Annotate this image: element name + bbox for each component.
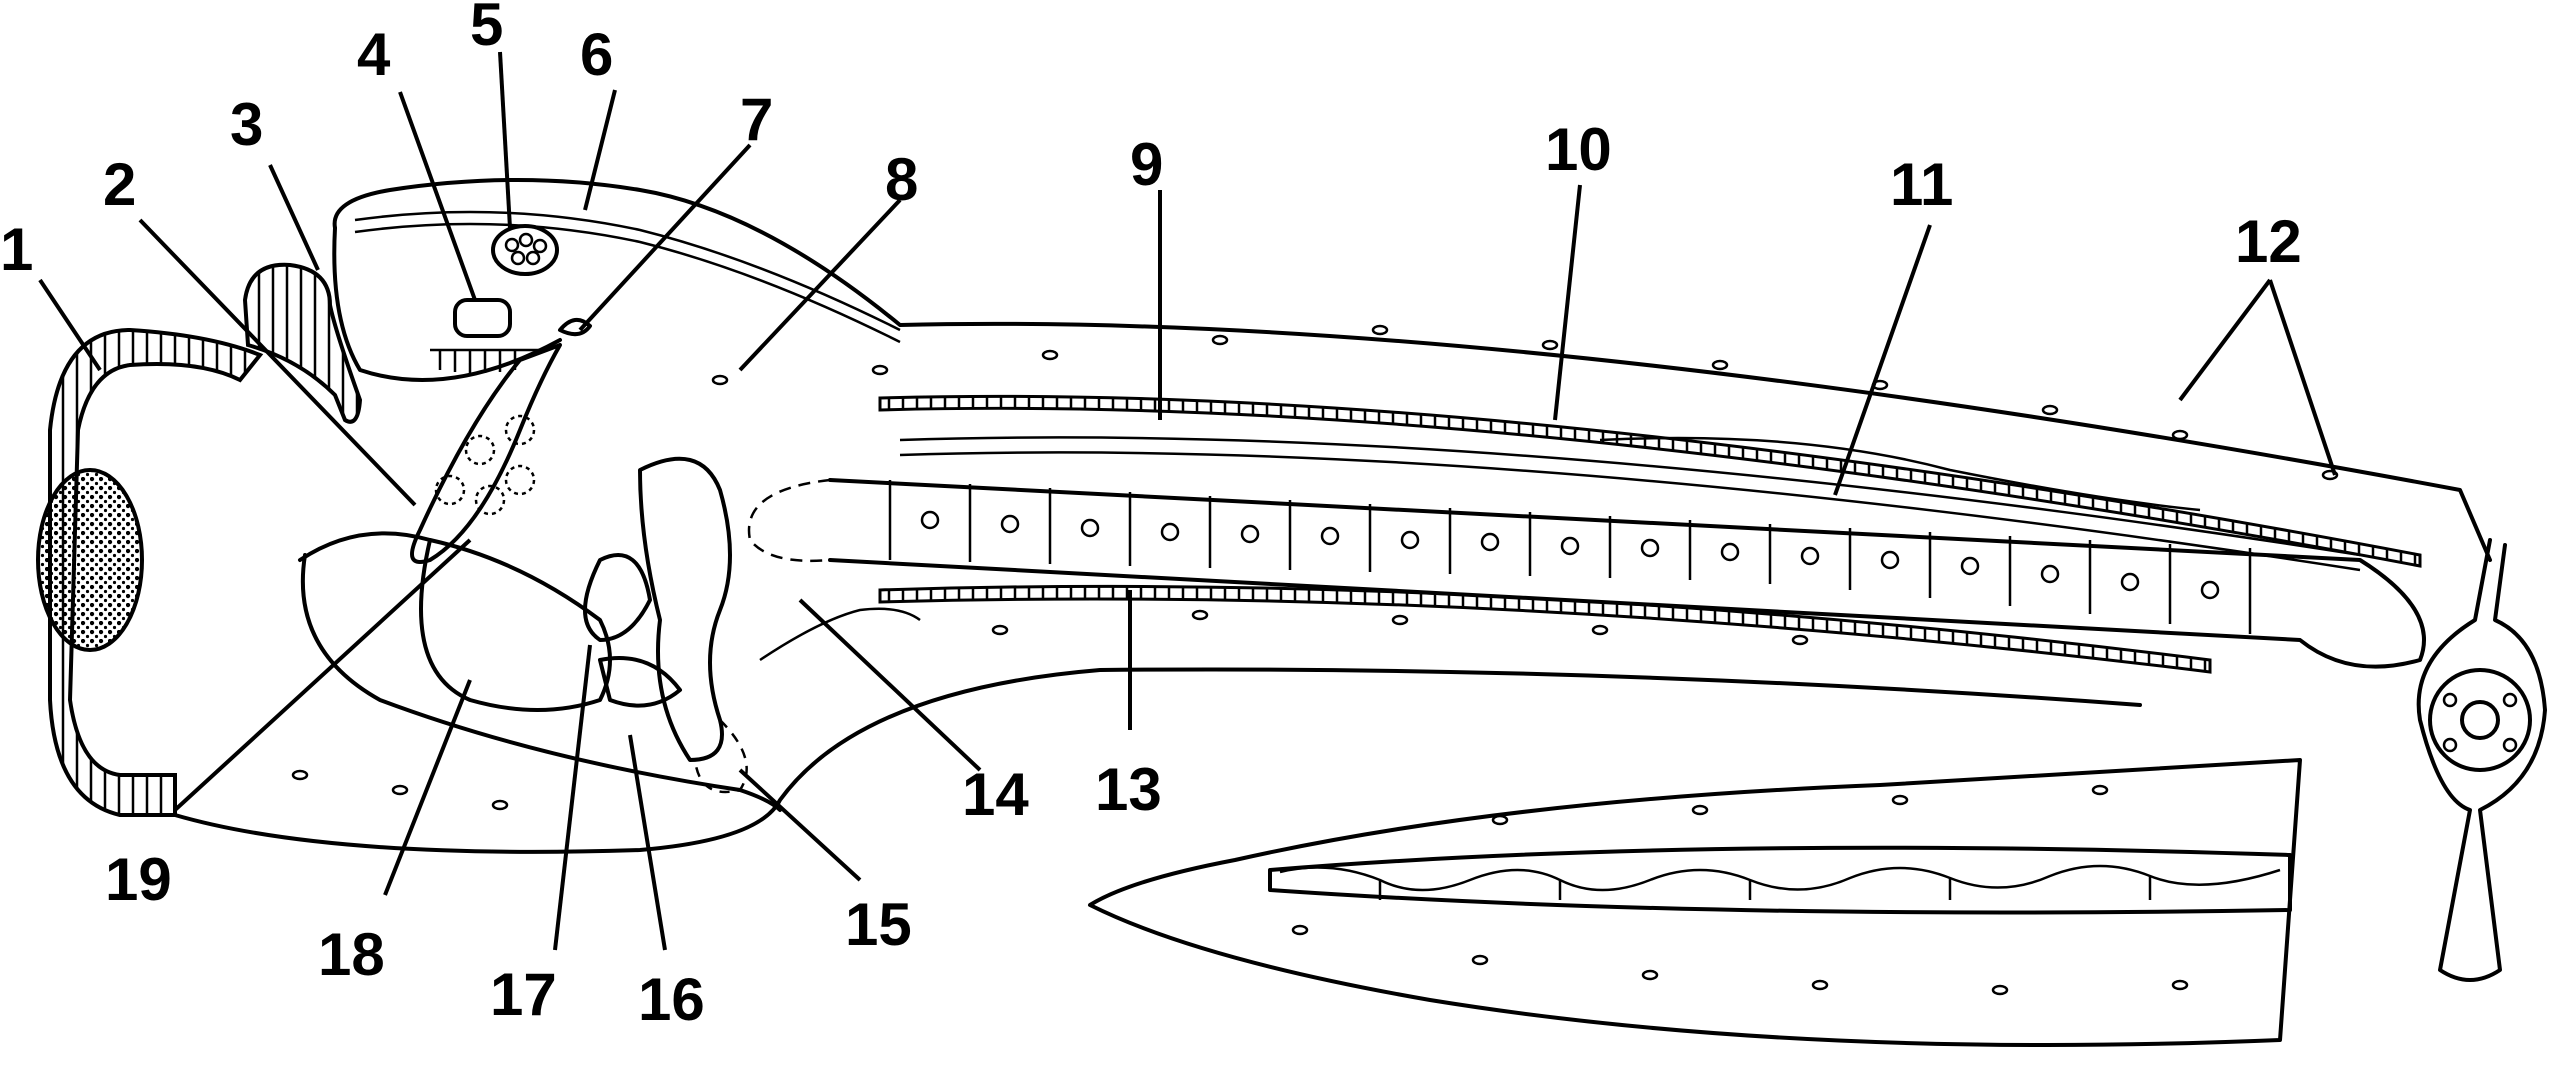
- label-15: 15: [845, 891, 912, 958]
- label-12: 12: [2235, 208, 2302, 275]
- notochord: [747, 478, 2426, 669]
- label-7: 7: [740, 86, 773, 153]
- body-outline: [173, 178, 2492, 854]
- label-8: 8: [885, 146, 918, 213]
- leader-lines: [38, 51, 2337, 951]
- label-3: 3: [230, 91, 263, 158]
- label-2: 2: [103, 151, 136, 218]
- label-9: 9: [1130, 131, 1163, 198]
- pharynx-gut: [410, 343, 921, 794]
- label-16: 16: [638, 966, 705, 1033]
- label-10: 10: [1545, 116, 1612, 183]
- head-structures: [332, 210, 901, 382]
- label-1: 1: [0, 216, 33, 283]
- label-19: 19: [105, 846, 172, 913]
- muscle-segment-inset: [1088, 758, 2302, 1047]
- tail-end: [2416, 538, 2547, 982]
- label-6: 6: [580, 21, 613, 88]
- label-11: 11: [1890, 151, 1953, 218]
- label-5: 5: [470, 0, 503, 58]
- label-13: 13: [1095, 756, 1162, 823]
- label-17: 17: [490, 961, 557, 1028]
- label-18: 18: [318, 921, 385, 988]
- muscle-bands: [878, 394, 2422, 674]
- oral-hood: [36, 262, 363, 817]
- number-labels: 1 2 3 4 5 6 7 8 9 10 11 12 13 14 15 16 1…: [0, 0, 2302, 1033]
- label-14: 14: [962, 761, 1029, 828]
- tissue-nuclei: [291, 324, 2339, 811]
- label-4: 4: [357, 21, 391, 88]
